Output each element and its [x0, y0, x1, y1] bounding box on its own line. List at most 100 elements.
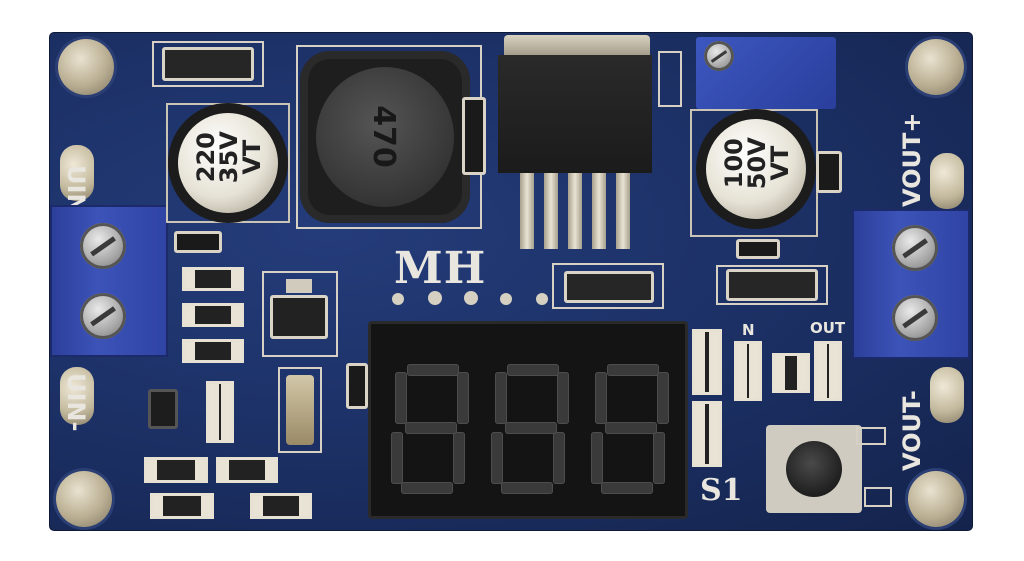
brand-label: MH — [394, 243, 487, 294]
capacitor-right-marking: 100 50V VT — [720, 118, 794, 208]
digit-3-seg-d — [601, 482, 653, 494]
smd-center-outline — [552, 263, 664, 309]
small-ic — [270, 295, 328, 339]
digit-2-seg-f — [495, 372, 507, 424]
input-pad-plus — [60, 145, 94, 201]
digit-2-seg-c — [553, 432, 565, 484]
digit-1-seg-f — [395, 372, 407, 424]
capacitor-left-marking: 220 35V VT — [192, 112, 266, 202]
output-pad-minus — [930, 367, 964, 423]
smd-right — [726, 269, 818, 301]
digit-1-seg-d — [401, 482, 453, 494]
resistor-9 — [692, 401, 722, 467]
resistor-10 — [734, 341, 762, 401]
resistor-6 — [150, 493, 214, 519]
inductor: 470 — [300, 51, 470, 223]
mounting-hole-top-left — [58, 39, 114, 95]
transistor-left — [148, 389, 178, 429]
digit-3-seg-b — [657, 372, 669, 424]
output-pad-plus — [930, 153, 964, 209]
digit-1-seg-a — [407, 364, 459, 376]
regulator-ic — [498, 55, 652, 173]
digit-1-seg-b — [457, 372, 469, 424]
regulator-leg-3 — [568, 173, 582, 249]
inductor-marking: 470 — [365, 105, 401, 168]
smd-right-outline — [716, 265, 828, 305]
inductor-core — [316, 67, 454, 207]
via-3 — [464, 291, 478, 305]
regulator-leg-4 — [592, 173, 606, 249]
input-terminal-block[interactable] — [50, 205, 168, 357]
push-button-cap[interactable] — [786, 441, 842, 497]
resistor-3 — [182, 339, 244, 363]
digit-2-seg-b — [557, 372, 569, 424]
smd-near-right-cap — [816, 151, 842, 193]
digit-2-seg-e — [491, 432, 503, 484]
tantalum-outline — [278, 367, 322, 453]
pcb-board: UIN+ UIN- 220 35V VT 470 100 50V — [50, 33, 972, 530]
resistor-4 — [144, 457, 208, 483]
output-screw-top[interactable] — [892, 225, 938, 271]
capacitor-left-line3: VT — [237, 139, 266, 175]
in-small-label: N — [742, 321, 755, 339]
via-2 — [428, 291, 442, 305]
smd-center — [564, 271, 654, 303]
switch-label: S1 — [700, 473, 743, 508]
small-ic-outline — [262, 271, 338, 357]
digit-2-seg-g — [505, 422, 557, 434]
resistor-8 — [692, 329, 722, 395]
resistor-7 — [250, 493, 312, 519]
mounting-hole-bottom-right — [908, 471, 964, 527]
button-top-outline — [856, 427, 886, 445]
button-right-outline — [864, 487, 892, 507]
input-minus-label: UIN- — [62, 373, 90, 432]
resistor-1 — [182, 267, 244, 291]
resistor-11 — [772, 353, 810, 393]
output-plus-label: VOUT+ — [898, 112, 926, 207]
regulator-leg-1 — [520, 173, 534, 249]
digit-3-seg-c — [653, 432, 665, 484]
digit-2-seg-d — [501, 482, 553, 494]
digit-2-seg-a — [507, 364, 559, 376]
diode-outline — [152, 41, 264, 87]
out-small-label: OUT — [810, 319, 846, 337]
input-screw-top[interactable] — [80, 223, 126, 269]
mounting-hole-bottom-left — [56, 471, 112, 527]
via-1 — [392, 293, 404, 305]
resistor-vertical — [206, 381, 234, 443]
digit-1-seg-c — [453, 432, 465, 484]
output-terminal-block[interactable] — [852, 209, 970, 359]
regulator-leg-5 — [616, 173, 630, 249]
resistor-12 — [814, 341, 842, 401]
regulator-tab — [504, 35, 650, 57]
tantalum-cap — [286, 375, 314, 445]
smd-under-right-cap — [736, 239, 780, 259]
input-screw-bottom[interactable] — [80, 293, 126, 339]
output-screw-bottom[interactable] — [892, 295, 938, 341]
capacitor-right: 100 50V VT — [696, 109, 816, 229]
potentiometer-screw[interactable] — [704, 41, 734, 71]
push-button-s1[interactable] — [766, 425, 862, 513]
resistor-2 — [182, 303, 244, 327]
smd-display-left — [346, 363, 368, 409]
regulator-leg-2 — [544, 173, 558, 249]
seven-segment-display — [368, 321, 688, 519]
output-minus-label: VOUT- — [898, 390, 926, 471]
digit-3-seg-g — [605, 422, 657, 434]
capacitor-right-line3: VT — [765, 145, 794, 181]
smd-small-left — [174, 231, 222, 253]
smd-diode — [162, 47, 254, 81]
via-5 — [536, 293, 548, 305]
regulator-side-outline — [658, 51, 682, 107]
digit-3-seg-a — [607, 364, 659, 376]
digit-3-seg-f — [595, 372, 607, 424]
digit-1-seg-e — [391, 432, 403, 484]
via-4 — [500, 293, 512, 305]
input-pad-minus — [60, 367, 94, 425]
smd-near-inductor — [462, 97, 486, 175]
capacitor-left: 220 35V VT — [168, 103, 288, 223]
small-ic-tab — [286, 279, 312, 293]
mounting-hole-top-right — [908, 39, 964, 95]
potentiometer[interactable] — [696, 37, 836, 109]
resistor-5 — [216, 457, 278, 483]
